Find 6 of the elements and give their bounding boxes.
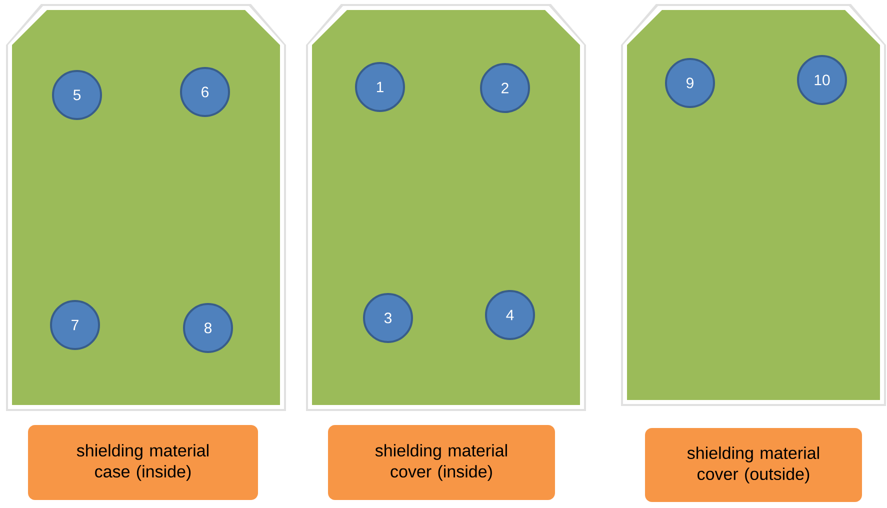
label-box: shielding material case (inside) — [24, 420, 262, 504]
label-box: shielding material cover (inside) — [324, 420, 559, 504]
panel — [6, 4, 286, 411]
panel — [306, 4, 586, 411]
panel — [621, 4, 886, 406]
label-box: shielding material cover (outside) — [641, 424, 866, 506]
